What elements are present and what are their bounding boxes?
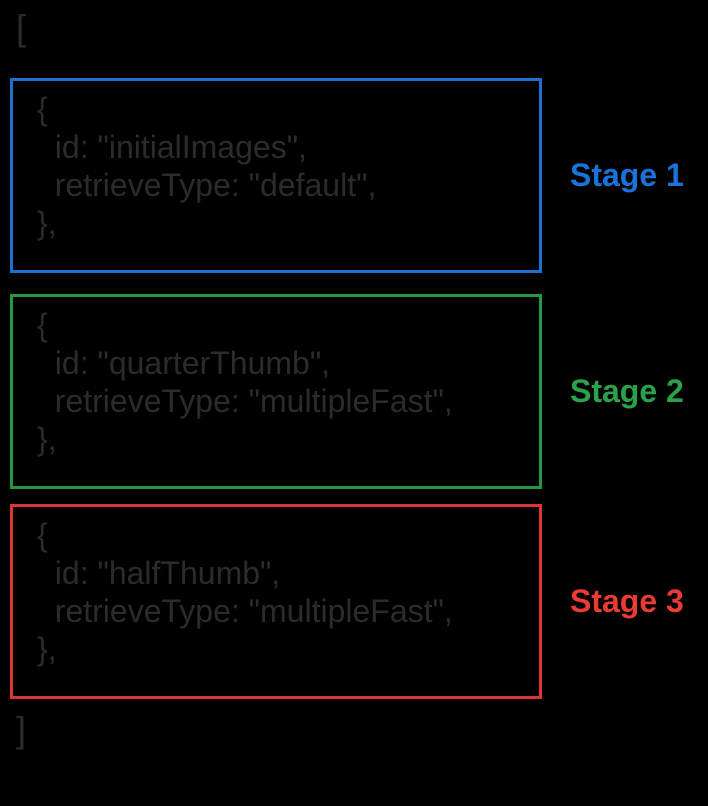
code-line: retrieveType: "default", xyxy=(37,167,377,203)
code-line: }, xyxy=(37,421,57,457)
stage-3-box: { id: "halfThumb", retrieveType: "multip… xyxy=(10,504,542,699)
code-line: id: "halfThumb", xyxy=(37,555,281,591)
array-close-bracket: ] xyxy=(16,709,27,750)
stage-2-code: { id: "quarterThumb", retrieveType: "mul… xyxy=(13,297,539,458)
code-line: { xyxy=(37,517,48,553)
code-line: { xyxy=(37,91,48,127)
code-line: id: "initialImages", xyxy=(37,129,307,165)
stage-1-code: { id: "initialImages", retrieveType: "de… xyxy=(13,81,539,242)
code-line: id: "quarterThumb", xyxy=(37,345,331,381)
code-line: retrieveType: "multipleFast", xyxy=(37,593,453,629)
array-open-bracket: [ xyxy=(16,7,27,48)
stage-2-label: Stage 2 xyxy=(570,373,684,409)
stage-2-box: { id: "quarterThumb", retrieveType: "mul… xyxy=(10,294,542,489)
code-line: }, xyxy=(37,205,57,241)
stage-1-box: { id: "initialImages", retrieveType: "de… xyxy=(10,78,542,273)
code-line: { xyxy=(37,307,48,343)
code-line: retrieveType: "multipleFast", xyxy=(37,383,453,419)
stage-3-code: { id: "halfThumb", retrieveType: "multip… xyxy=(13,507,539,668)
stage-1-label: Stage 1 xyxy=(570,157,684,193)
code-line: }, xyxy=(37,631,57,667)
stage-3-label: Stage 3 xyxy=(570,583,684,619)
